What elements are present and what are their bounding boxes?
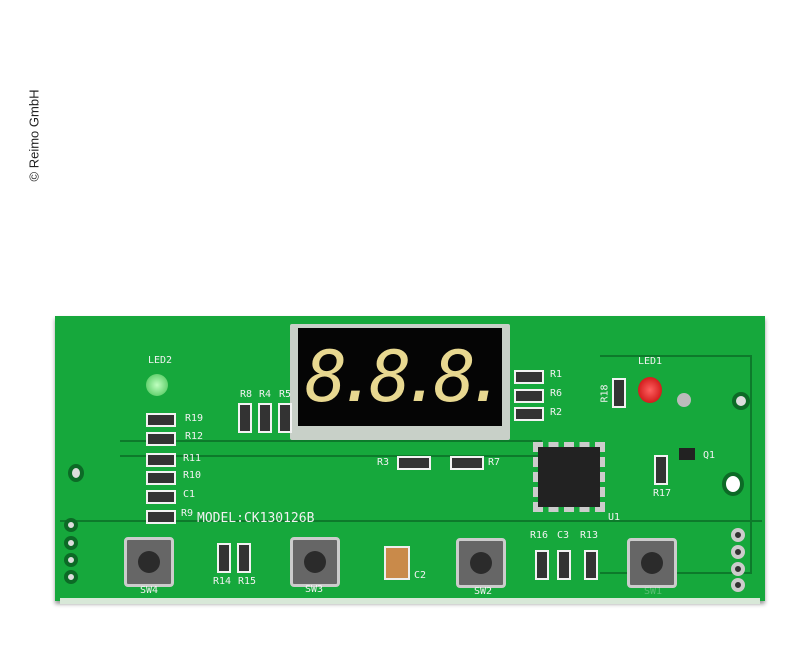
label-sw2: SW2 [474, 586, 493, 597]
label-c3: C3 [557, 530, 570, 541]
led2-green [146, 374, 168, 396]
resistor-r19 [146, 413, 176, 427]
pin-pad [64, 536, 78, 550]
resistor-r11 [146, 453, 176, 467]
label-q1: Q1 [703, 450, 716, 461]
sensor-pad [677, 393, 691, 407]
display-digits: 8.8.8. [305, 336, 508, 418]
resistor-r12 [146, 432, 176, 446]
label-r10: R10 [183, 470, 202, 481]
label-sw3: SW3 [305, 584, 324, 595]
label-r19: R19 [185, 413, 204, 424]
label-led2: LED2 [148, 355, 173, 366]
resistor-r15 [237, 543, 251, 573]
label-r11: R11 [183, 453, 202, 464]
capacitor-c1 [146, 490, 176, 504]
resistor-r6 [514, 389, 544, 403]
resistor-r1 [514, 370, 544, 384]
watermark: © Reimo GmbH [26, 89, 42, 182]
resistor-r14 [217, 543, 231, 573]
label-r14: R14 [213, 576, 232, 587]
label-r17: R17 [653, 488, 672, 499]
label-c1: C1 [183, 489, 196, 500]
label-r9: R9 [181, 508, 194, 519]
button-sw1[interactable] [627, 538, 677, 588]
led1-red [638, 377, 662, 403]
model-label: MODEL:CK130126B [197, 511, 315, 526]
mounting-hole [68, 464, 84, 482]
mounting-hole [732, 392, 750, 410]
label-r4: R4 [259, 389, 272, 400]
pin-pad [731, 562, 745, 576]
label-sw1: SW1 [644, 586, 663, 597]
label-u1: U1 [608, 512, 621, 523]
resistor-r9 [146, 510, 176, 524]
button-sw3[interactable] [290, 537, 340, 587]
label-sw4: SW4 [140, 585, 159, 596]
resistor-r5 [278, 403, 292, 433]
label-led1: LED1 [638, 356, 663, 367]
resistor-r2 [514, 407, 544, 421]
microcontroller-chip [533, 442, 605, 512]
resistor-r3 [397, 456, 431, 470]
pin-pad [64, 570, 78, 584]
label-r2: R2 [550, 407, 563, 418]
label-r7: R7 [488, 457, 501, 468]
mounting-hole [722, 472, 744, 496]
label-r3: R3 [377, 457, 390, 468]
label-r8: R8 [240, 389, 253, 400]
button-sw2[interactable] [456, 538, 506, 588]
label-r5: R5 [279, 389, 292, 400]
capacitor-c3 [557, 550, 571, 580]
pin-pad [64, 553, 78, 567]
button-sw4[interactable] [124, 537, 174, 587]
label-c2: C2 [414, 570, 427, 581]
display-face [298, 328, 502, 426]
label-r12: R12 [185, 431, 204, 442]
resistor-r4 [258, 403, 272, 433]
pin-pad [64, 518, 78, 532]
resistor-r13 [584, 550, 598, 580]
board-edge [60, 598, 760, 604]
pin-pad [731, 578, 745, 592]
resistor-r7 [450, 456, 484, 470]
label-r16: R16 [530, 530, 549, 541]
label-r18: R18 [599, 384, 611, 403]
resistor-r17 [654, 455, 668, 485]
capacitor-c2 [384, 546, 410, 580]
pin-pad [731, 528, 745, 542]
resistor-r8 [238, 403, 252, 433]
label-r6: R6 [550, 388, 563, 399]
trace [60, 520, 762, 522]
label-r15: R15 [238, 576, 257, 587]
transistor-q1 [679, 448, 695, 460]
resistor-r10 [146, 471, 176, 485]
resistor-r18 [612, 378, 626, 408]
label-r13: R13 [580, 530, 599, 541]
resistor-r16 [535, 550, 549, 580]
pin-pad [731, 545, 745, 559]
label-r1: R1 [550, 369, 563, 380]
